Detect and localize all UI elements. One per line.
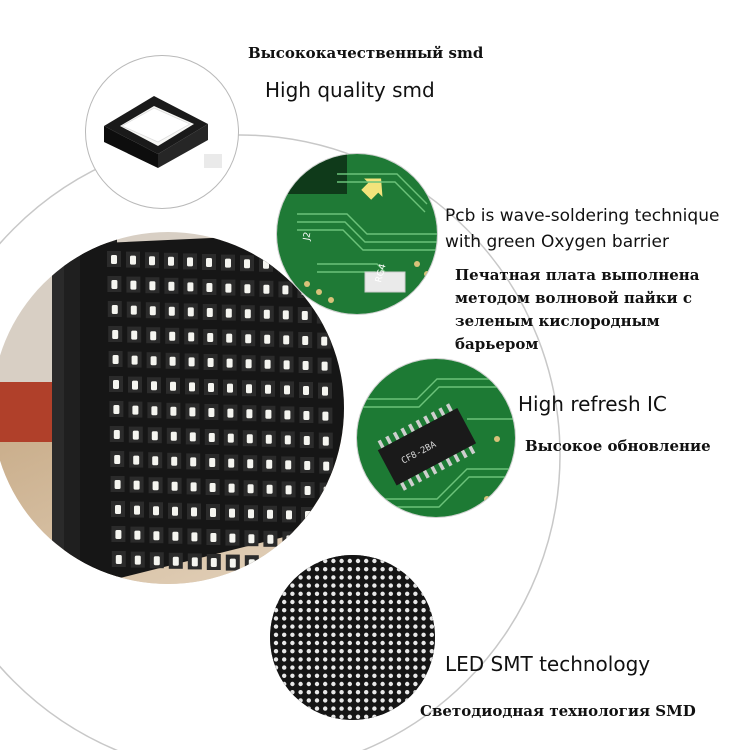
feature-2-title-ru: Печатная плата выполнена методом волново… [455,266,700,353]
feature-4-title-en: LED SMT technology [445,652,651,676]
pcb-image: RG4 J2 [277,154,437,314]
feature-1-title-ru: Высококачественный smd [248,44,484,62]
feature-3-title-en: High refresh IC [518,392,667,416]
pcb-rg-label: RG4 [374,263,389,284]
smd-chip-photo [85,55,239,209]
led-module-image [0,232,344,584]
feature-1-title-en: High quality smd [265,78,435,102]
ic-image: CF8-2BA [357,359,515,517]
led-smt-photo [270,555,435,720]
pcb-j-label: J2 [302,231,313,242]
led-module-photo [0,232,344,584]
feature-3-title-ru: Высокое обновление [525,437,711,455]
feature-4-title-ru: Светодиодная технология SMD [420,702,696,720]
feature-2-title-en: Pcb is wave-soldering technique with gre… [445,206,720,252]
ic-photo: CF8-2BA [356,358,516,518]
smd-chip-image [104,96,222,168]
led-smt-image [270,555,435,720]
pcb-photo: RG4 J2 [276,153,438,315]
